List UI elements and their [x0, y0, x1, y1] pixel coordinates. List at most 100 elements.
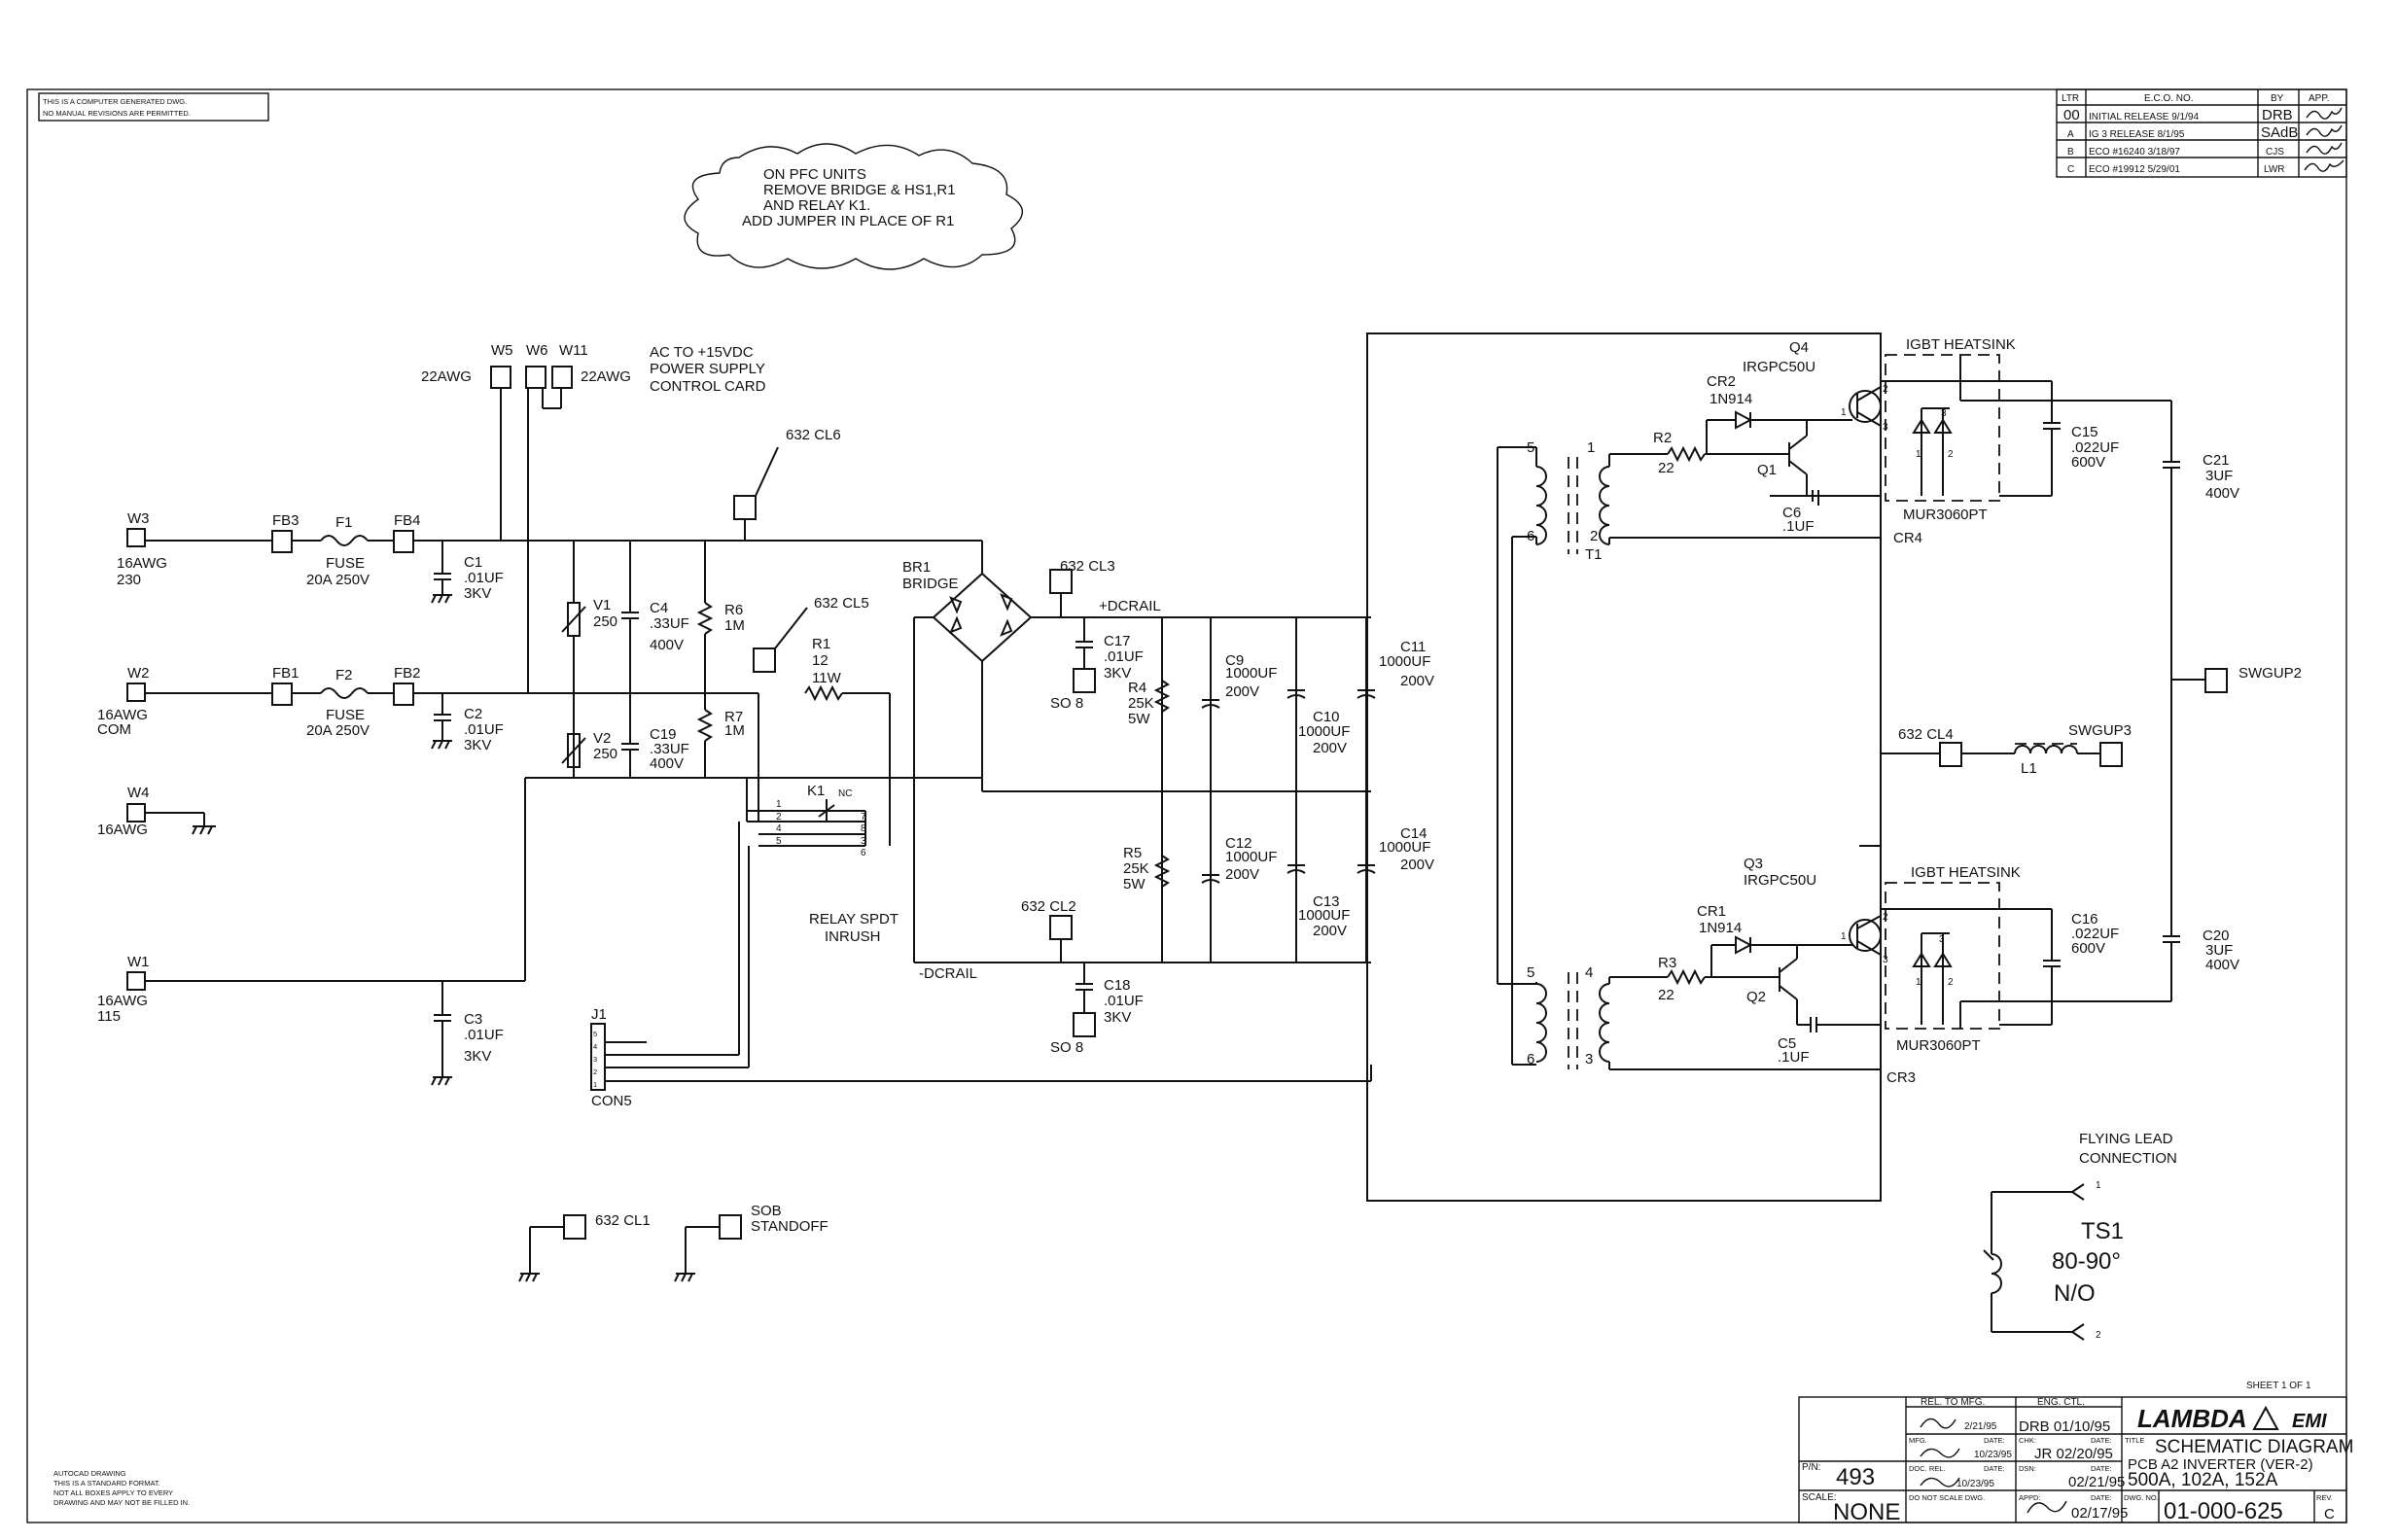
svg-text:1M: 1M: [724, 722, 745, 739]
svg-text:11W: 11W: [812, 670, 842, 686]
svg-text:T1: T1: [1585, 546, 1603, 563]
svg-text:.01UF: .01UF: [464, 570, 504, 586]
r7-resistor: R7 1M: [696, 693, 745, 778]
svg-text:LTR: LTR: [2062, 93, 2079, 104]
svg-text:C17: C17: [1104, 633, 1131, 649]
svg-text:1000UF: 1000UF: [1225, 665, 1277, 682]
svg-text:SCHEMATIC DIAGRAM: SCHEMATIC DIAGRAM: [2155, 1437, 2353, 1457]
svg-text:DOC. REL.: DOC. REL.: [1909, 1464, 1946, 1473]
svg-text:E.C.O. NO.: E.C.O. NO.: [2144, 93, 2194, 104]
svg-text:3KV: 3KV: [464, 1048, 491, 1065]
svg-text:DRB: DRB: [2262, 107, 2293, 123]
svg-text:16AWG: 16AWG: [97, 707, 148, 723]
svg-text:3: 3: [1939, 934, 1945, 945]
svg-text:2: 2: [1948, 977, 1954, 988]
svg-text:22: 22: [1658, 987, 1674, 1003]
fb2-bead: [393, 682, 414, 706]
w11-terminal: [551, 366, 573, 389]
svg-text:632 CL3: 632 CL3: [1060, 558, 1115, 575]
svg-text:01-000-625: 01-000-625: [2164, 1498, 2283, 1524]
fb4-bead: [393, 530, 414, 553]
svg-text:22: 22: [1658, 460, 1674, 476]
svg-text:6: 6: [1527, 528, 1534, 544]
t1-bottom-transformer: 5 4 6 3: [1527, 964, 1881, 1070]
svg-text:25K: 25K: [1123, 860, 1149, 877]
svg-text:K1: K1: [807, 783, 825, 799]
svg-text:8: 8: [861, 823, 866, 834]
svg-text:400V: 400V: [650, 637, 684, 653]
svg-text:C18: C18: [1104, 977, 1131, 994]
svg-text:2: 2: [1948, 449, 1954, 460]
svg-text:IRGPC50U: IRGPC50U: [1743, 359, 1815, 375]
svg-text:R4: R4: [1128, 680, 1146, 696]
svg-text:+DCRAIL: +DCRAIL: [1099, 598, 1161, 614]
svg-text:IRGPC50U: IRGPC50U: [1744, 872, 1816, 889]
svg-text:3KV: 3KV: [1104, 1009, 1131, 1026]
svg-text:NC: NC: [838, 788, 852, 799]
svg-text:1: 1: [1916, 977, 1921, 988]
inverter-frame: [1366, 332, 1882, 1202]
svg-text:JR 02/20/95: JR 02/20/95: [2034, 1446, 2113, 1462]
cl1-clip: 632 CL1: [518, 1212, 651, 1282]
svg-text:F1: F1: [335, 514, 353, 531]
svg-text:.33UF: .33UF: [650, 615, 689, 632]
svg-text:AND RELAY K1.: AND RELAY K1.: [763, 197, 870, 214]
svg-text:600V: 600V: [2071, 454, 2105, 471]
svg-text:200V: 200V: [1225, 683, 1259, 700]
svg-text:4: 4: [593, 1042, 597, 1051]
svg-text:632 CL5: 632 CL5: [814, 595, 869, 612]
c19-capacitor: C19 .33UF 400V: [621, 693, 689, 778]
svg-text:22AWG: 22AWG: [581, 368, 631, 385]
w5-terminal: [490, 366, 511, 389]
svg-text:DATE:: DATE:: [1984, 1436, 2005, 1445]
svg-text:3: 3: [861, 836, 866, 847]
svg-text:.01UF: .01UF: [464, 1027, 504, 1043]
svg-text:400V: 400V: [650, 755, 684, 772]
svg-text:C3: C3: [464, 1011, 482, 1028]
svg-text:FB2: FB2: [394, 665, 421, 682]
svg-text:3KV: 3KV: [464, 737, 491, 753]
svg-text:1000UF: 1000UF: [1298, 907, 1350, 924]
svg-text:ECO #19912 5/29/01: ECO #19912 5/29/01: [2089, 164, 2180, 175]
svg-text:REV.: REV.: [2316, 1493, 2333, 1502]
svg-text:IGBT HEATSINK: IGBT HEATSINK: [1911, 864, 2021, 881]
svg-text:3: 3: [1585, 1051, 1593, 1068]
svg-text:ON PFC UNITS: ON PFC UNITS: [763, 166, 866, 183]
svg-text:V1: V1: [593, 597, 611, 613]
svg-text:C20: C20: [2203, 928, 2230, 944]
svg-text:1N914: 1N914: [1699, 920, 1742, 936]
t1-top-transformer: 5 1 6 2 T1: [1497, 439, 1881, 1066]
svg-text:200V: 200V: [1313, 923, 1347, 939]
c2-capacitor: C2 .01UF 3KV: [431, 693, 504, 753]
svg-text:200V: 200V: [1400, 857, 1434, 873]
c3-capacitor: C3 .01UF 3KV: [431, 981, 504, 1086]
svg-text:Q4: Q4: [1789, 339, 1809, 356]
svg-text:400V: 400V: [2205, 957, 2239, 973]
svg-text:2: 2: [776, 812, 782, 822]
svg-text:TS1: TS1: [2081, 1218, 2124, 1244]
svg-text:.01UF: .01UF: [464, 721, 504, 738]
svg-text:TITLE: TITLE: [2125, 1436, 2144, 1445]
svg-text:SOB: SOB: [751, 1203, 782, 1219]
svg-text:W3: W3: [127, 510, 150, 527]
control-card-wires: W5 W6 W11 22AWG 22AWG AC TO +15VDC POWER…: [421, 342, 766, 693]
svg-text:5: 5: [1527, 439, 1534, 456]
svg-text:4: 4: [1585, 964, 1593, 981]
revision-table: LTR E.C.O. NO. BY APP. 00 INITIAL RELEAS…: [2056, 88, 2347, 178]
svg-text:N/O: N/O: [2054, 1280, 2096, 1307]
q3-switch-stage: R3 22 CR1 1N914 Q2 C5 .1UF Q3 IRGPC50U 2: [1658, 845, 2119, 1086]
svg-text:DRAWING AND MAY NOT BE FILLED: DRAWING AND MAY NOT BE FILLED IN.: [53, 1498, 190, 1507]
f1-fuse: [320, 535, 369, 546]
svg-text:20A 250V: 20A 250V: [306, 722, 370, 739]
svg-text:C11: C11: [1400, 639, 1426, 655]
c1-capacitor: C1 .01UF 3KV: [431, 541, 504, 604]
svg-text:DWG. NO.: DWG. NO.: [2124, 1493, 2159, 1502]
svg-text:16AWG: 16AWG: [97, 822, 148, 838]
svg-text:F2: F2: [335, 667, 353, 683]
svg-text:C5: C5: [1778, 1035, 1796, 1052]
svg-text:5W: 5W: [1123, 876, 1146, 892]
svg-text:C4: C4: [650, 600, 668, 616]
svg-text:W4: W4: [127, 785, 150, 801]
svg-text:2/21/95: 2/21/95: [1964, 1421, 1997, 1432]
f2-fuse: [320, 687, 369, 699]
